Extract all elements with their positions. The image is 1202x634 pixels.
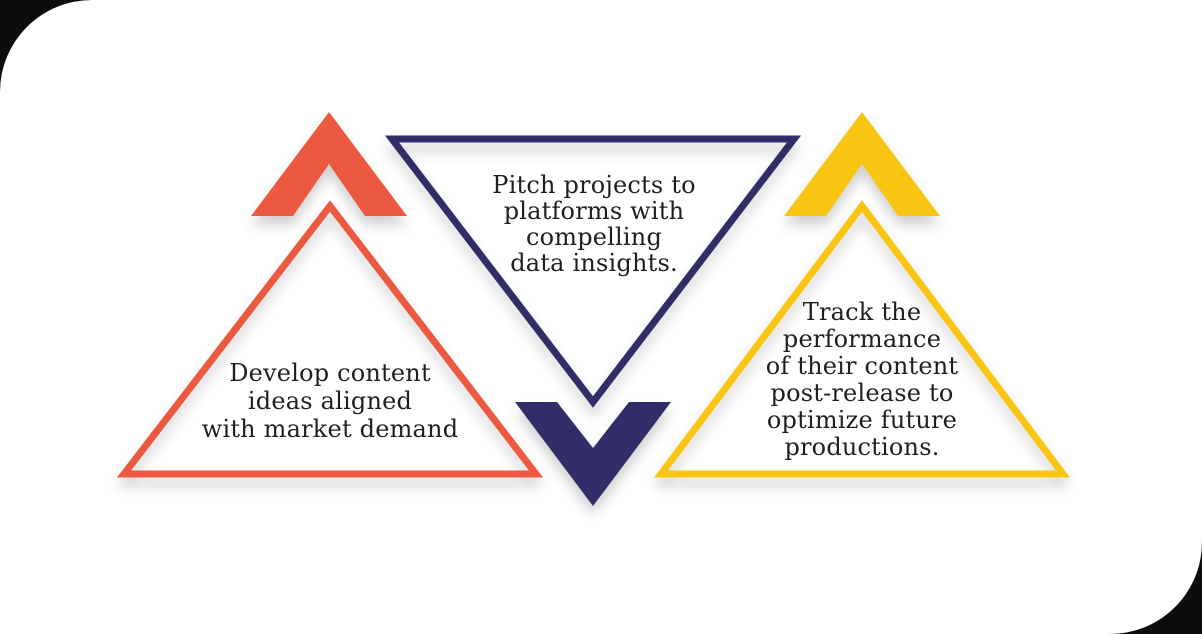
develop-triangle-label: Develop content ideas aligned with marke… [201,359,459,443]
develop-chevron-up-icon [251,112,407,216]
track-chevron-up-icon [784,112,940,216]
track-triangle-label: Track the performance of their content p… [765,298,959,461]
track-triangle-outline [654,200,1070,478]
pitch-triangle-outline [384,135,802,408]
pitch-chevron-down-icon [515,402,671,506]
pitch-triangle-label: Pitch projects to platforms with compell… [492,171,696,277]
develop-triangle-outline [116,200,544,478]
